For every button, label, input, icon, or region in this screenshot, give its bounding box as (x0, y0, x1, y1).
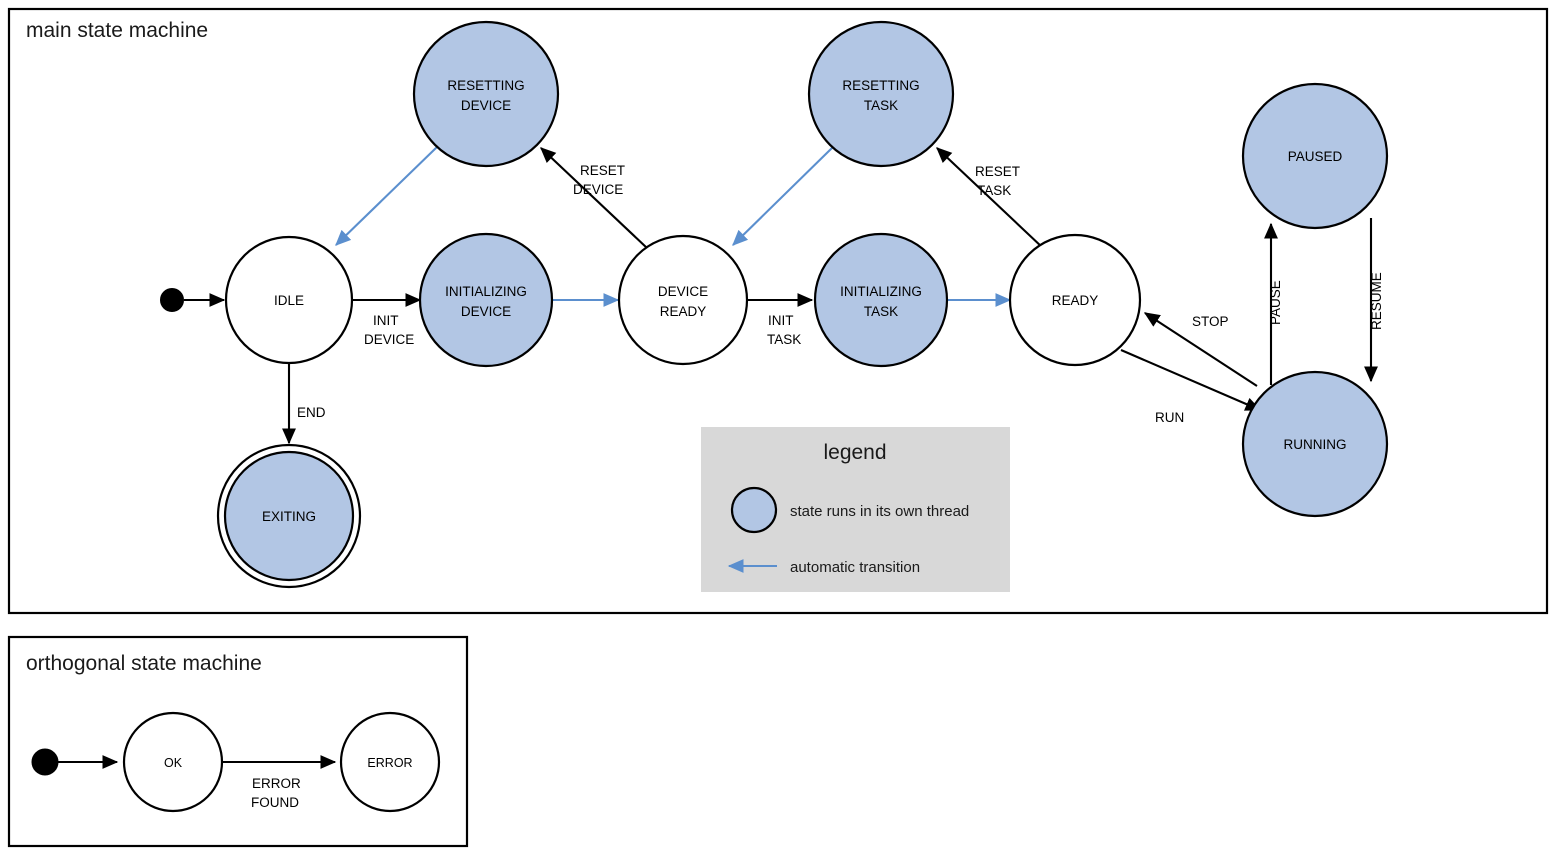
state-node-ready[interactable]: READY (1008, 233, 1142, 367)
state-label-device-ready-line1: DEVICE (658, 284, 708, 299)
state-circle-ok[interactable] (122, 711, 224, 813)
state-node-paused[interactable]: PAUSED (1241, 82, 1389, 230)
state-circle-initializing-task[interactable] (813, 232, 949, 368)
state-node-resetting-device[interactable]: RESETTING DEVICE (412, 20, 560, 168)
main-frame-title: main state machine (26, 19, 208, 42)
legend-thread-state-swatch-icon (730, 486, 778, 534)
state-node-initializing-task[interactable]: INITIALIZING TASK (813, 232, 949, 368)
edge-label-init-device-line2: DEVICE (364, 332, 414, 347)
edge-label-reset-device-line2: DEVICE (573, 182, 623, 197)
state-label-exiting: EXITING (262, 509, 316, 524)
orthogonal-edge-label-error-found-line1: ERROR (252, 776, 301, 791)
transition-resetting-device-to-idle (335, 146, 438, 246)
transition-resetting-task-to-device-ready (732, 146, 834, 246)
state-label-initializing-device-line2: DEVICE (461, 304, 511, 319)
state-circle-running[interactable] (1241, 370, 1389, 518)
edge-label-pause: PAUSE (1268, 280, 1283, 325)
state-node-device-ready[interactable]: DEVICE READY (617, 234, 749, 366)
orthogonal-edge-label-error-found-line2: FOUND (251, 795, 299, 810)
legend-title: legend (823, 441, 886, 464)
state-label-running: RUNNING (1284, 437, 1347, 452)
state-circle-initializing-device[interactable] (418, 232, 554, 368)
state-node-initializing-device[interactable]: INITIALIZING DEVICE (418, 232, 554, 368)
state-label-initializing-task-line1: INITIALIZING (840, 284, 922, 299)
orthogonal-frame-title: orthogonal state machine (26, 652, 262, 675)
state-label-initializing-device-line1: INITIALIZING (445, 284, 527, 299)
state-circle-paused[interactable] (1241, 82, 1389, 230)
legend-entry-auto-transition-text: automatic transition (790, 559, 920, 576)
state-label-resetting-task-line2: TASK (864, 98, 898, 113)
edge-label-stop: STOP (1192, 314, 1229, 329)
state-label-resetting-device-line1: RESETTING (447, 78, 524, 93)
edge-label-init-task-line1: INIT (768, 313, 794, 328)
edge-label-resume: RESUME (1369, 272, 1384, 330)
legend-entry-thread-state-text: state runs in its own thread (790, 503, 969, 520)
state-circle-exiting-inner[interactable] (223, 450, 355, 582)
state-circle-resetting-task[interactable] (807, 20, 955, 168)
state-node-running[interactable]: RUNNING (1241, 370, 1389, 518)
edge-label-reset-task-line1: RESET (975, 164, 1020, 179)
state-circle-device-ready[interactable] (617, 234, 749, 366)
edge-label-reset-device-line1: RESET (580, 163, 625, 178)
state-node-ok[interactable]: OK (122, 711, 224, 813)
state-label-initializing-task-line2: TASK (864, 304, 898, 319)
state-label-error: ERROR (367, 756, 412, 770)
transition-device-ready-to-resetting-device (540, 147, 648, 249)
initial-state-dot (160, 288, 184, 312)
state-label-ready: READY (1052, 293, 1099, 308)
legend: legend state runs in its own thread auto… (701, 427, 1010, 592)
edge-label-run: RUN (1155, 410, 1184, 425)
transition-ready-to-running (1120, 349, 1262, 411)
state-label-idle: IDLE (274, 293, 304, 308)
state-node-exiting[interactable]: EXITING (216, 443, 362, 589)
orthogonal-state-machine-frame: orthogonal state machine ERROR FOUND OK … (7, 635, 469, 848)
edge-label-init-device-line1: INIT (373, 313, 399, 328)
main-transitions: INIT DEVICE RESET DEVICE END INIT TASK R… (184, 146, 1384, 445)
state-label-paused: PAUSED (1288, 149, 1343, 164)
state-node-idle[interactable]: IDLE (224, 235, 354, 365)
state-label-resetting-task-line1: RESETTING (842, 78, 919, 93)
state-node-error[interactable]: ERROR (339, 711, 441, 813)
state-circle-resetting-device[interactable] (412, 20, 560, 168)
state-circle-error[interactable] (339, 711, 441, 813)
state-label-ok: OK (164, 756, 183, 770)
edge-label-init-task-line2: TASK (767, 332, 801, 347)
edge-label-end: END (297, 405, 326, 420)
edge-label-reset-task-line2: TASK (977, 183, 1011, 198)
state-node-resetting-task[interactable]: RESETTING TASK (807, 20, 955, 168)
main-states: IDLE RESETTING DEVICE INITIALIZING DEVIC… (160, 20, 1389, 589)
orthogonal-initial-state-dot (31, 748, 59, 776)
transition-running-to-ready (1143, 312, 1258, 387)
state-circle-idle[interactable] (224, 235, 354, 365)
transition-ready-to-resetting-task (936, 147, 1044, 249)
state-label-resetting-device-line2: DEVICE (461, 98, 511, 113)
state-label-device-ready-line2: READY (660, 304, 707, 319)
state-circle-ready[interactable] (1008, 233, 1142, 367)
